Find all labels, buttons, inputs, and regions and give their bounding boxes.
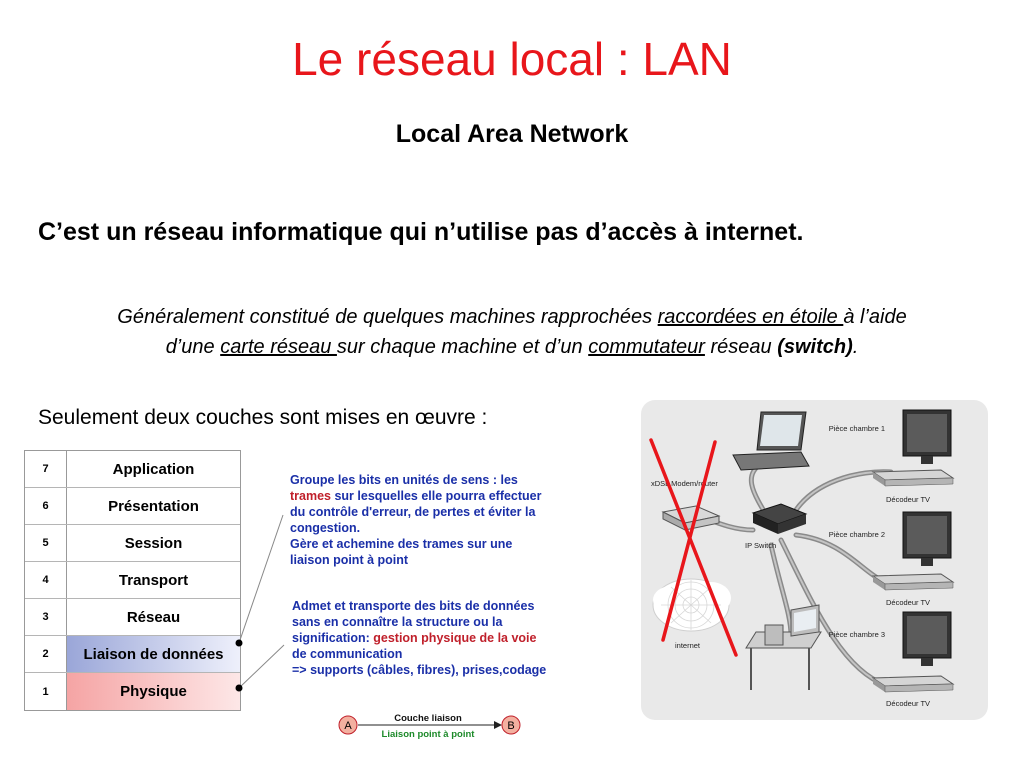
decoder-2-label: Décodeur TV <box>886 598 930 607</box>
link-bottom-label: Liaison point à point <box>382 729 476 740</box>
desc-text-2: à l’aide <box>843 306 907 328</box>
connector-physique <box>238 644 285 689</box>
note-line: du contrôle d'erreur, de pertes et évite… <box>290 505 536 519</box>
node-a <box>338 715 358 735</box>
layer-name-highlighted: Physique <box>67 673 240 710</box>
arrow-head-icon <box>494 721 502 729</box>
switch-icon <box>751 503 808 534</box>
note-line: trames sur lesquelles elle pourra effect… <box>290 488 580 504</box>
note-line: Groupe les bits en unités de sens : les <box>290 473 518 487</box>
layer-number: 5 <box>25 525 67 561</box>
desc-text-5: réseau <box>704 336 778 358</box>
note-text: sur lesquelles elle pourra effectuer <box>331 489 542 503</box>
room-3-label: Pièce chambre 3 <box>829 630 885 639</box>
desc-link-commutateur: commutateur <box>588 336 705 358</box>
desc-switch: (switch) <box>777 336 853 358</box>
note-text: signification: <box>292 631 374 645</box>
layer-name: Réseau <box>126 608 181 626</box>
tv-icon <box>902 611 952 666</box>
laptop-icon <box>732 411 810 471</box>
node-b <box>501 715 521 735</box>
decoder-icon <box>871 573 955 591</box>
decoder-3-label: Décodeur TV <box>886 699 930 708</box>
decoder-icon <box>871 675 955 693</box>
tv-icon <box>902 511 952 566</box>
layer-number: 7 <box>25 451 67 487</box>
osi-row-3: 3 Réseau <box>25 599 240 636</box>
layer-number: 3 <box>25 599 67 635</box>
note-line: congestion. <box>290 521 361 535</box>
layer-name: Session <box>124 534 183 552</box>
internet-label: internet <box>675 641 701 650</box>
desc-text-1: Généralement constitué de quelques machi… <box>117 306 658 328</box>
note-physique: Admet et transporte des bits de données … <box>292 598 592 678</box>
desc-link-carte-reseau: carte réseau <box>220 336 337 358</box>
page-title: Le réseau local : LAN <box>292 33 732 85</box>
room-1-label: Pièce chambre 1 <box>829 424 885 433</box>
note-line: liaison point à point <box>290 553 409 567</box>
layer-name: Transport <box>118 571 189 589</box>
link-top-label: Couche liaison <box>394 713 462 724</box>
node-a-label: A <box>344 720 352 732</box>
switch-label: IP Switch <box>745 541 776 550</box>
note-line: Gère et achemine des trames sur une <box>290 537 513 551</box>
connector-liaison <box>238 514 284 644</box>
decoder-icon <box>871 469 955 487</box>
lan-definition: C’est un réseau informatique qui n’utili… <box>38 218 804 246</box>
desktop-pc-icon <box>745 604 822 690</box>
layer-name: Présentation <box>108 497 199 515</box>
osi-row-7: 7 Application <box>25 451 240 488</box>
link-layer-diagram: A B Couche liaison Liaison point à point <box>338 713 521 740</box>
layer-name: Application <box>112 460 195 478</box>
layer-number: 4 <box>25 562 67 598</box>
layer-number: 1 <box>25 673 67 710</box>
desc-text-4: sur chaque machine et d’un <box>336 336 589 358</box>
note-line: sans en connaître la structure ou la <box>292 615 503 629</box>
note-line: Admet et transporte des bits de données <box>292 599 535 613</box>
note-line: de communication <box>292 647 403 661</box>
modem-label: xDSL Modem/router <box>651 479 718 488</box>
layer-name-highlighted: Liaison de données <box>67 636 240 672</box>
tv-icon <box>902 409 952 464</box>
decoder-1-label: Décodeur TV <box>886 495 930 504</box>
osi-row-6: 6 Présentation <box>25 488 240 525</box>
osi-row-4: 4 Transport <box>25 562 240 599</box>
note-liaison: Groupe les bits en unités de sens : les … <box>290 472 580 568</box>
layer-number: 2 <box>25 636 67 672</box>
note-line: signification: gestion physique de la vo… <box>292 630 592 646</box>
red-cross-icon <box>649 438 738 657</box>
room-2-label: Pièce chambre 2 <box>829 530 885 539</box>
desc-link-etoile: raccordées en étoile <box>657 306 844 328</box>
osi-layer-table: 7 Application 6 Présentation 5 Session 4 Tra… <box>24 450 241 711</box>
desc-text-3: d’une <box>165 336 221 358</box>
note-highlight: gestion physique de la voie <box>373 631 537 645</box>
home-network-illustration: xDSL Modem/router IP Switch internet <box>641 400 988 720</box>
node-b-label: B <box>507 720 514 732</box>
layer-number: 6 <box>25 488 67 524</box>
osi-row-5: 5 Session <box>25 525 240 562</box>
desc-text-6: . <box>852 336 859 358</box>
page-subtitle: Local Area Network <box>395 120 629 148</box>
lan-description: Généralement constitué de quelques machi… <box>30 302 994 362</box>
note-highlight: trames <box>290 489 331 503</box>
note-line: => supports (câbles, fibres), prises,cod… <box>292 663 547 677</box>
layers-intro: Seulement deux couches sont mises en œuv… <box>38 406 488 429</box>
